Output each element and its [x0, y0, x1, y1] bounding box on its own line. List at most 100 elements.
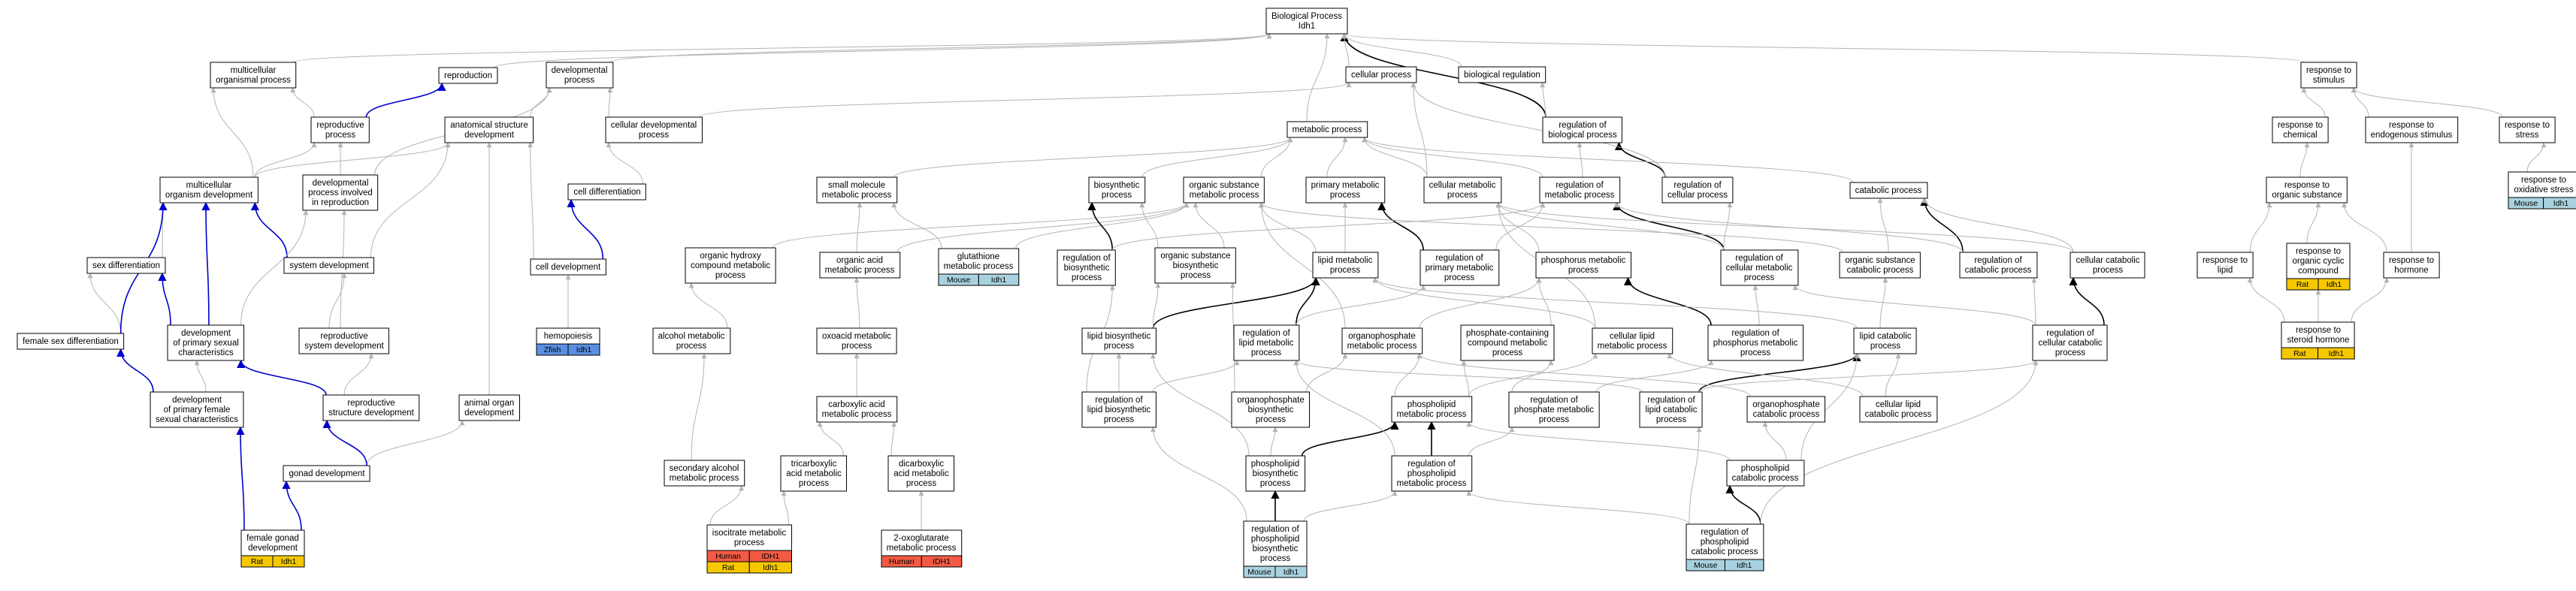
go-term-node-catp[interactable]: catabolic process	[1849, 182, 1928, 199]
edge-pmp-to-metp	[1326, 137, 1348, 178]
edge-plbp-to-lbp	[1150, 353, 1250, 457]
node-label-line: steroid hormone	[2287, 336, 2349, 345]
edge-rlbp-to-rlmp	[1152, 360, 1240, 393]
node-box	[1720, 249, 1799, 286]
go-term-node-cellp[interactable]: cellular process	[1345, 66, 1417, 83]
go-term-node-rplbp[interactable]: regulation ofphospholipidbiosyntheticpro…	[1243, 520, 1308, 578]
node-label-line: acid metabolic	[893, 469, 949, 478]
node-label-line: development	[172, 396, 222, 405]
node-label-line: process	[1256, 415, 1286, 424]
node-label-line: process	[715, 271, 746, 280]
go-term-node-sysdev[interactable]: system development	[283, 257, 374, 274]
node-label-line: chemical	[2283, 131, 2317, 140]
node-label-line: catabolic process	[1732, 474, 1799, 483]
go-term-node-metp[interactable]: metabolic process	[1286, 121, 1368, 138]
node-label-line: catabolic process	[1965, 266, 2032, 275]
node-label-line: of primary sexual	[173, 339, 239, 348]
go-term-node-sexdiff[interactable]: sex differentiation	[86, 257, 166, 274]
go-term-node-fsd[interactable]: female sex differentiation	[17, 333, 125, 350]
species-name: Mouse	[947, 276, 971, 285]
go-term-node-gonad[interactable]: gonad development	[283, 465, 370, 482]
gene-cell	[567, 343, 600, 356]
go-term-node-bioreg[interactable]: biological regulation	[1458, 66, 1547, 83]
go-term-node-repro[interactable]: reproduction	[438, 67, 498, 84]
go-term-node-celldiff[interactable]: cell differentiation	[567, 183, 646, 201]
go-term-node-celldev[interactable]: cell development	[530, 258, 606, 276]
node-label-line: biosynthetic	[1094, 181, 1140, 190]
